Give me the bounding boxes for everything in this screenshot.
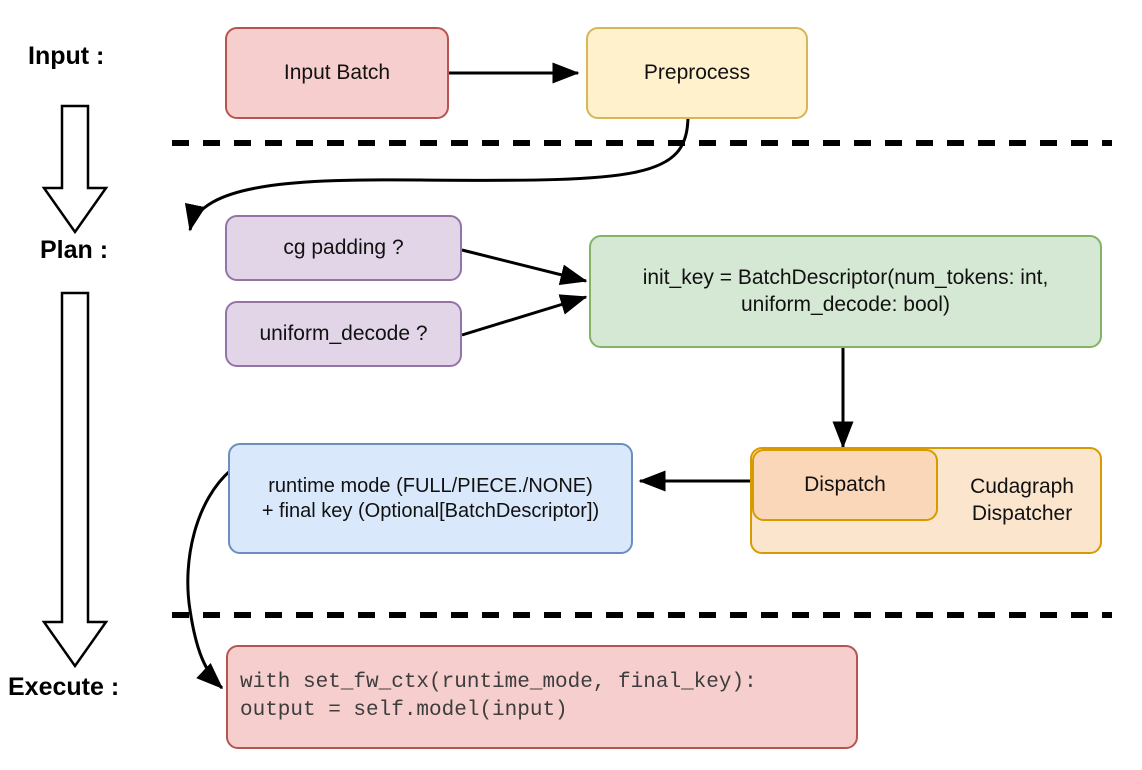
edge-cg-padding-to-init-key — [461, 248, 588, 286]
stage-block-arrow-input-to-plan — [41, 104, 109, 235]
node-cg-padding-label: cg padding ? — [283, 235, 404, 259]
stage-label-execute: Execute : — [8, 673, 120, 701]
node-uniform-decode-label: uniform_decode ? — [259, 321, 428, 345]
node-preprocess[interactable]: Preprocess — [586, 27, 808, 119]
node-init-key-label: init_key = BatchDescriptor(num_tokens: i… — [642, 266, 1049, 316]
node-input-batch[interactable]: Input Batch — [225, 27, 449, 119]
edge-runtime-mode-to-execute-code — [186, 468, 232, 690]
stage-label-input: Input : — [28, 42, 105, 70]
edge-preprocess-to-cg-padding — [184, 115, 690, 232]
node-runtime-mode-label: runtime mode (FULL/PIECE./NONE) + final … — [261, 474, 600, 522]
node-uniform-decode[interactable]: uniform_decode ? — [225, 301, 462, 367]
stage-block-arrow-plan-to-execute — [41, 291, 109, 669]
edge-uniform-decode-to-init-key — [461, 294, 588, 337]
node-runtime-mode[interactable]: runtime mode (FULL/PIECE./NONE) + final … — [228, 443, 633, 554]
stage-label-plan: Plan : — [40, 236, 109, 264]
node-execute-code[interactable]: with set_fw_ctx(runtime_mode, final_key)… — [226, 645, 858, 749]
node-init-key[interactable]: init_key = BatchDescriptor(num_tokens: i… — [589, 235, 1102, 348]
node-cg-padding[interactable]: cg padding ? — [225, 215, 462, 281]
node-dispatch[interactable]: Dispatch — [752, 449, 938, 521]
node-cudagraph-dispatcher-label: Cudagraph Dispatcher — [970, 475, 1074, 525]
node-preprocess-label: Preprocess — [643, 60, 751, 84]
node-execute-code-label: with set_fw_ctx(runtime_mode, final_key)… — [240, 670, 757, 722]
node-input-batch-label: Input Batch — [283, 60, 391, 84]
node-dispatch-label: Dispatch — [804, 472, 886, 496]
